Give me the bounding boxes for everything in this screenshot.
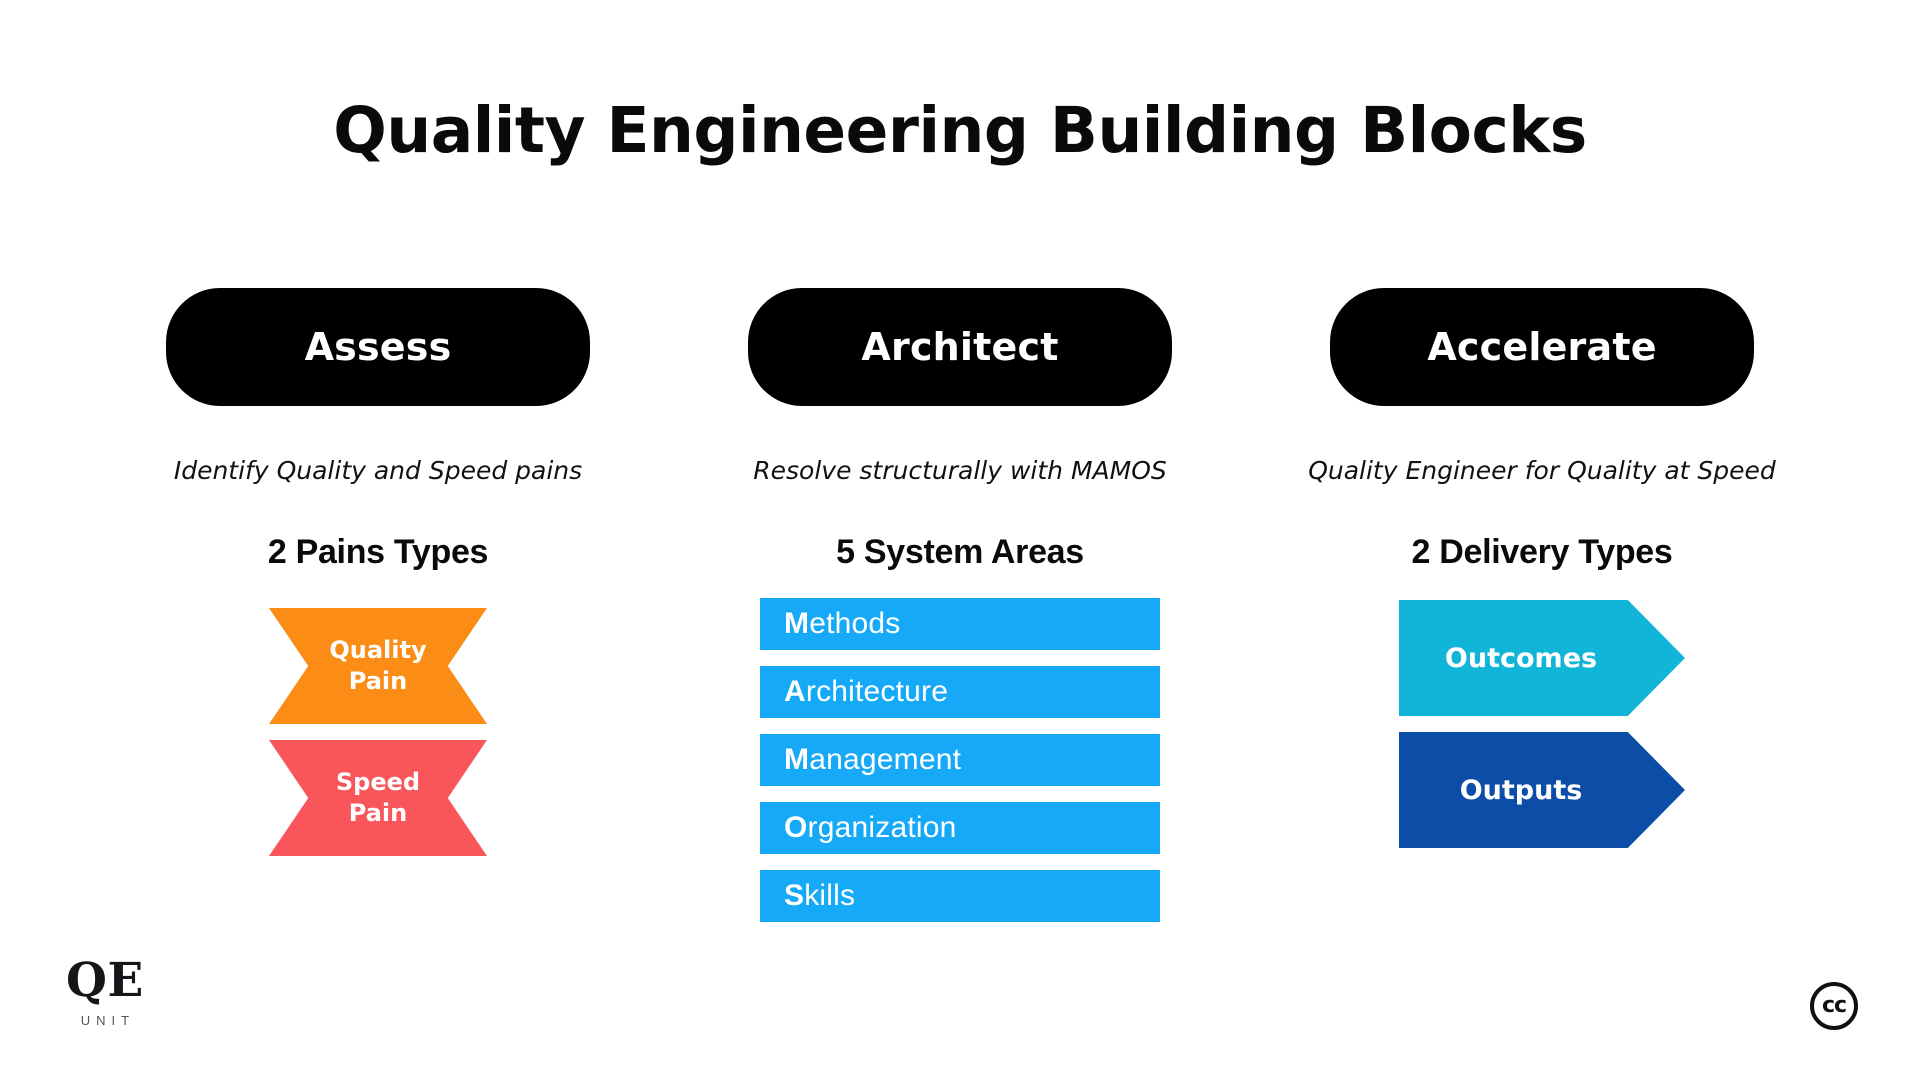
logo-mark-qe: QE [66, 953, 144, 1008]
mamos-rest: ethods [809, 607, 901, 640]
logo-subtext-unit: UNIT [80, 1013, 136, 1028]
mamos-initial: M [784, 743, 810, 776]
mamos-rest: rchitecture [805, 675, 949, 708]
column-architect: Architect Resolve structurally with MAMO… [660, 288, 1260, 922]
section-heading-pains-types: 2 Pains Types [267, 533, 489, 571]
columns-container: Assess Identify Quality and Speed pains … [0, 288, 1920, 922]
ribbon-label-line1: Speed [335, 768, 421, 797]
pain-types-list: Quality Pain Speed Pain [269, 608, 487, 856]
ribbon-label-line2: Pain [348, 799, 408, 827]
arrow-outputs[interactable]: Outputs [1399, 732, 1685, 848]
stage-pill-architect[interactable]: Architect [748, 288, 1172, 406]
ribbon-quality-pain[interactable]: Quality Pain [269, 608, 487, 724]
stage-subtitle-accelerate: Quality Engineer for Quality at Speed [1308, 456, 1776, 485]
mamos-initial: O [784, 811, 808, 844]
mamos-initial: M [784, 607, 810, 640]
qe-unit-logo: QE UNIT [66, 957, 144, 1028]
column-accelerate: Accelerate Quality Engineer for Quality … [1242, 288, 1842, 848]
ribbon-speed-pain[interactable]: Speed Pain [269, 740, 487, 856]
ribbon-label: Speed Pain [336, 767, 420, 828]
section-heading-system-areas: 5 System Areas [836, 533, 1084, 571]
stage-pill-assess[interactable]: Assess [166, 288, 590, 406]
ribbon-label: Quality Pain [329, 635, 426, 696]
ribbon-label-line2: Pain [348, 667, 408, 695]
mamos-rest: anagement [809, 743, 962, 776]
creative-commons-icon: cc [1810, 982, 1858, 1030]
section-heading-delivery-types: 2 Delivery Types [1411, 533, 1673, 571]
stage-subtitle-architect: Resolve structurally with MAMOS [753, 456, 1167, 485]
column-assess: Assess Identify Quality and Speed pains … [78, 288, 678, 856]
mamos-rest: kills [804, 879, 856, 912]
mamos-initial: A [784, 675, 806, 708]
stage-pill-accelerate[interactable]: Accelerate [1330, 288, 1754, 406]
arrow-outcomes[interactable]: Outcomes [1399, 600, 1685, 716]
stage-subtitle-assess: Identify Quality and Speed pains [173, 456, 583, 485]
ribbon-label-line1: Quality [329, 636, 427, 665]
page-title: Quality Engineering Building Blocks [333, 94, 1587, 167]
mamos-initial: S [784, 879, 805, 912]
creative-commons-label: cc [1821, 993, 1847, 1018]
delivery-types-list: Outcomes Outputs [1399, 600, 1685, 848]
mamos-rest: rganization [807, 811, 957, 844]
